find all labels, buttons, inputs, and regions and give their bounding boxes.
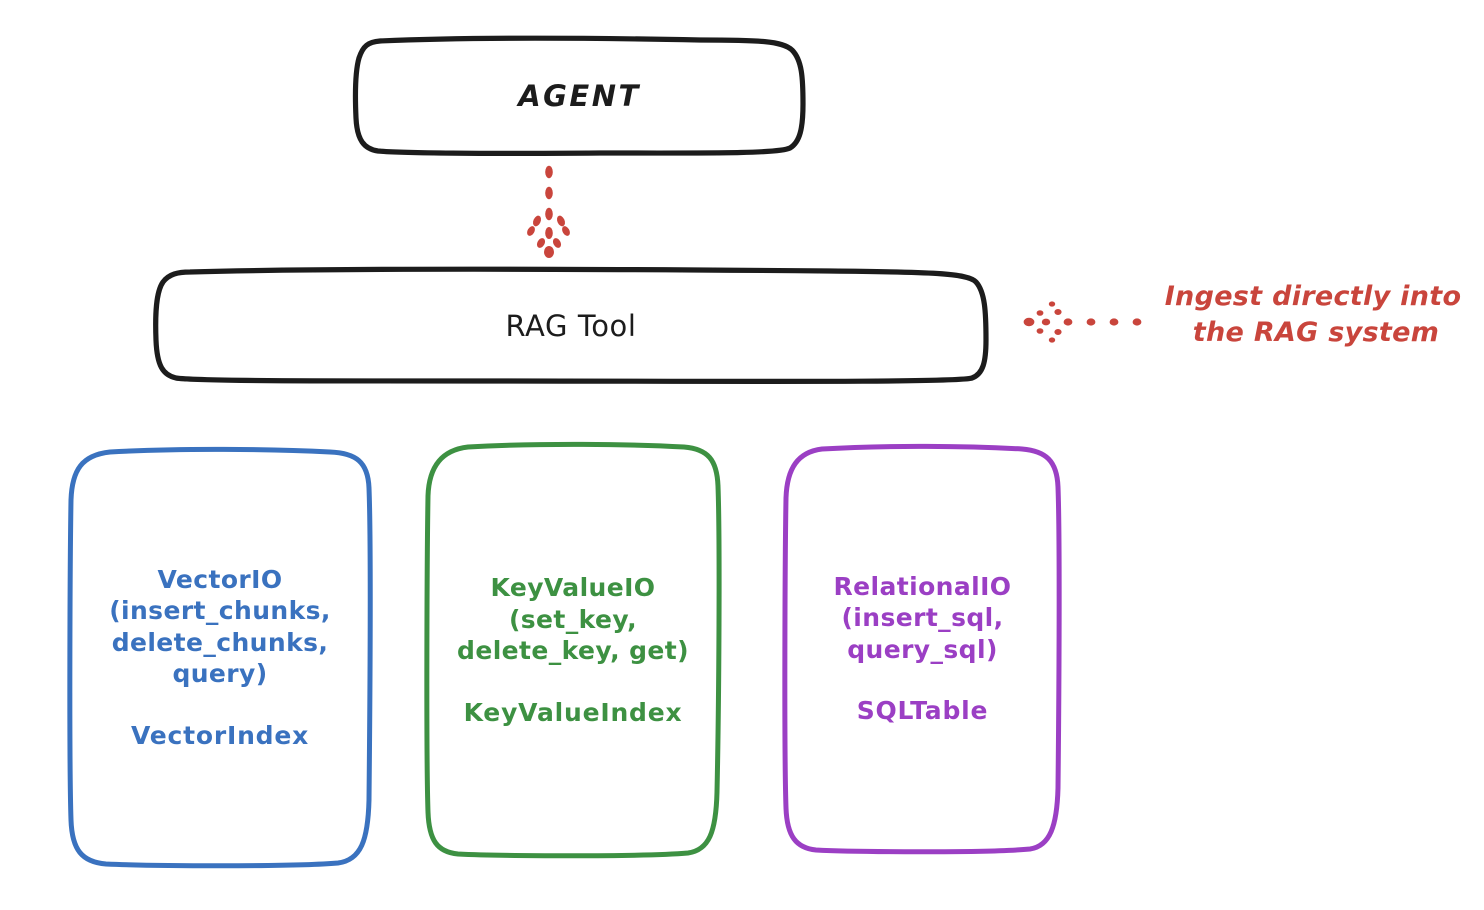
- relational-io-api-2: query_sql): [847, 634, 998, 664]
- vector-io-api-2: delete_chunks,: [111, 627, 329, 657]
- vector-index-name: VectorIndex: [130, 720, 310, 750]
- key-value-index-name: KeyValueIndex: [463, 697, 683, 727]
- key-value-io-name: KeyValueIO: [490, 573, 656, 602]
- ingest-arrow: [1023, 301, 1142, 343]
- vector-io-node-label: VectorIO (insert_chunks, delete_chunks, …: [70, 450, 370, 865]
- ingest-annotation-line-1: Ingest directly into: [1164, 281, 1462, 312]
- rag-tool-title: RAG Tool: [505, 308, 637, 343]
- sql-table-name: SQLTable: [856, 696, 989, 725]
- vector-io-api-1: (insert_chunks,: [109, 596, 331, 626]
- vector-io-name: VectorIO: [157, 564, 283, 594]
- vector-io-api-3: query): [172, 659, 268, 689]
- key-value-io-node-label: KeyValueIO (set_key, delete_key, get) Ke…: [428, 445, 718, 855]
- relational-io-api-1: (insert_sql,: [841, 603, 1004, 632]
- relational-io-name: RelationalIO: [833, 571, 1012, 601]
- ingest-annotation: Ingest directly into the RAG system: [1148, 279, 1478, 350]
- agent-node-label: AGENT: [356, 40, 803, 153]
- ingest-annotation-line-2: the RAG system: [1192, 316, 1440, 348]
- key-value-io-api-1: (set_key,: [508, 604, 638, 634]
- relational-io-node-label: RelationalIO (insert_sql, query_sql) SQL…: [785, 447, 1060, 850]
- key-value-io-api-2: delete_key, get): [457, 636, 689, 665]
- rag-tool-node-label: RAG Tool: [156, 271, 986, 381]
- agent-to-rag-arrow: [527, 165, 570, 258]
- agent-title: AGENT: [518, 79, 641, 114]
